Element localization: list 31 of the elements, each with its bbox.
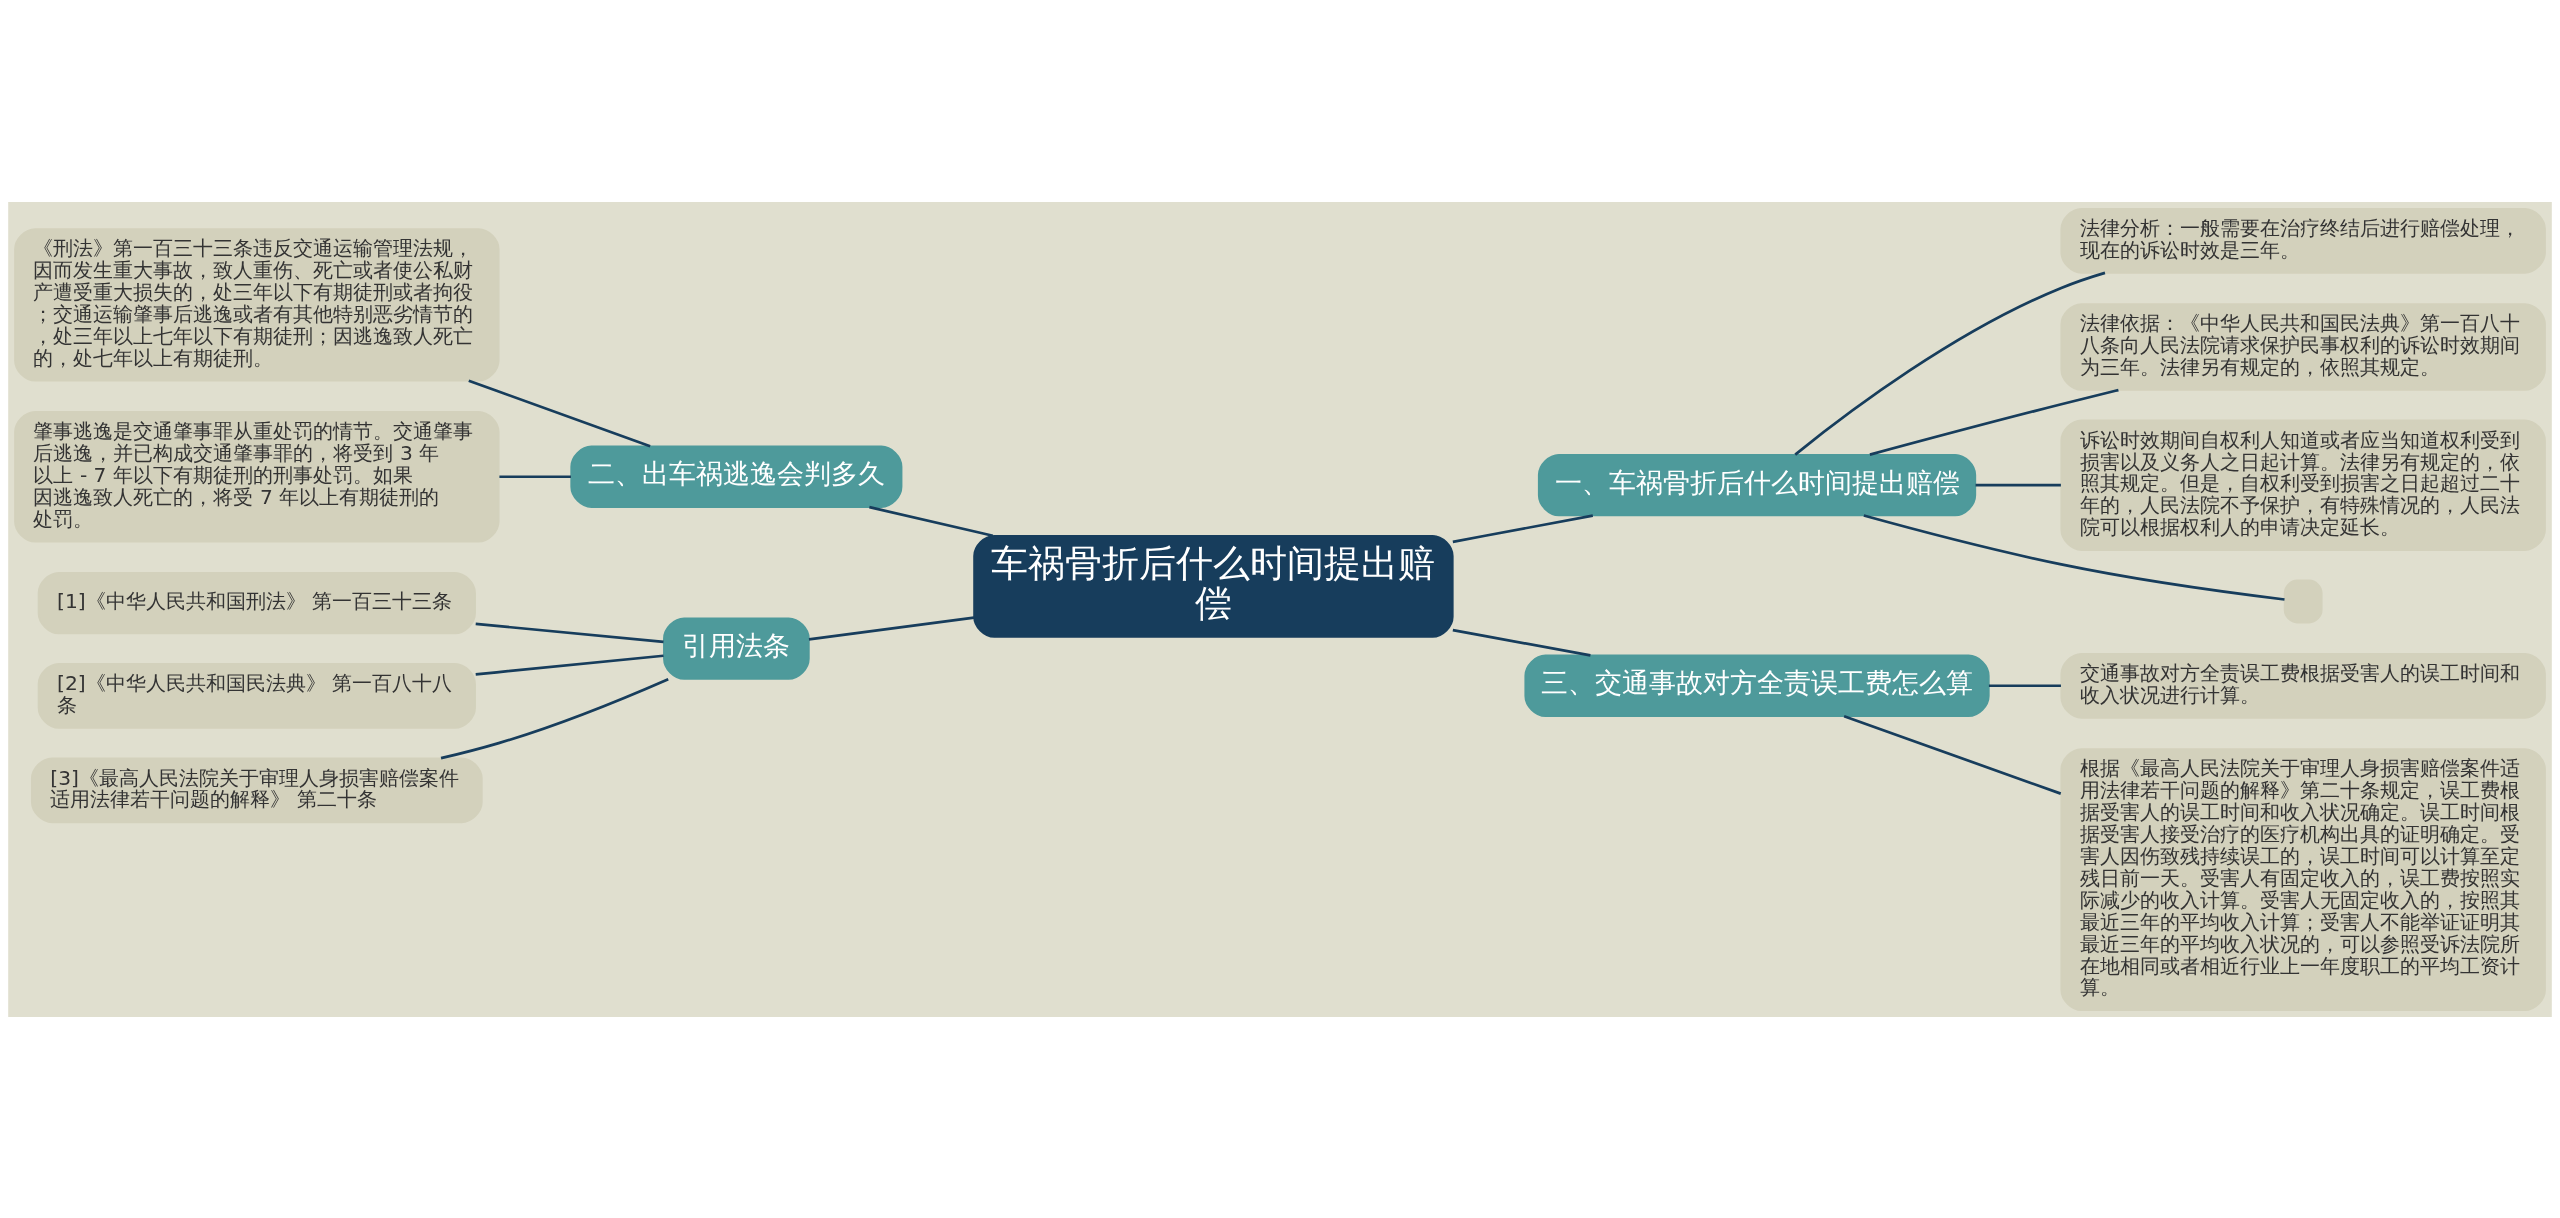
connector: [1975, 483, 2061, 487]
connector: [468, 378, 651, 447]
connector: [440, 677, 669, 759]
node-box: 引用法条: [663, 617, 810, 680]
node-box: 《刑法》第一百三十三条违反交通运输管理法规，因而发生重大事故，致人重伤、死亡或者使公私财产遭受重大损失的，处三年以下有期徒刑或者拘役；交通运输肇事后逃逸或者有其他特别恶劣情节的，处三年以上七年以下有期徒刑；因逃逸致人死亡的，处七年以上有期徒刑。: [14, 227, 500, 382]
connector: [1988, 683, 2061, 687]
connector: [869, 505, 994, 537]
node-box: 诉讼时效期间自权利人知道或者应当知道权利受到损害以及义务人之日起计算。法律另有规定的，依照其规定。但是，自权利受到损害之日起超过二十年的，人民法院不予保护，有特殊情况的，人民法院可以根据权利人的申请决定延长。: [2060, 418, 2546, 551]
connector: [1843, 714, 2062, 795]
node-box: [3]《最高人民法院关于审理人身损害赔偿案件适用法律若干问题的解释》 第二十条: [30, 756, 483, 823]
node-box: 三、交通事故对方全责误工费怎么算: [1524, 654, 1990, 717]
node-box: 一、车祸骨折后什么时间提出赔偿: [1537, 453, 1977, 516]
connector: [1452, 513, 1594, 543]
node-box: 法律依据：《中华人民共和国民法典》第一百八十八条向人民法院请求保护民事权利的诉讼时效期间为三年。法律另有规定的，依照其规定。: [2060, 302, 2546, 391]
connector: [1452, 628, 1591, 657]
node-box: 法律分析：一般需要在治疗终结后进行赔偿处理，现在的诉讼时效是三年。: [2060, 207, 2546, 274]
node-box: 二、出车祸逃逸会判多久: [570, 445, 903, 508]
connector: [808, 615, 975, 641]
connector: [475, 622, 664, 643]
node-box: [1]《中华人民共和国刑法》 第一百三十三条: [37, 571, 476, 634]
node-box: 交通事故对方全责误工费根据受害人的误工时间和收入状况进行计算。: [2060, 652, 2546, 719]
node-box: [2283, 579, 2323, 623]
node-box: 车祸骨折后什么时间提出赔偿: [973, 534, 1454, 638]
node-box: 肇事逃逸是交通肇事罪从重处罚的情节。交通肇事后逃逸，并已构成交通肇事罪的，将受到 3 年以上 - 7 年以下有期徒刑的刑事处罚。如果因逃逸致人死亡的，将受 7 年以上有期徒刑的处罚。: [14, 410, 500, 542]
node-box: [2]《中华人民共和国民法典》 第一百八十八条: [37, 662, 476, 729]
connector: [1794, 271, 2106, 456]
connector: [1863, 513, 2285, 601]
node-box: 根据《最高人民法院关于审理人身损害赔偿案件适用法律若干问题的解释》第二十条规定，误工费根据受害人的误工时间和收入状况确定。误工时间根据受害人接受治疗的医疗机构出具的证明确定。受害人因伤致残持续误工的，误工时间可以计算至定残日前一天。受害人有固定收入的，误工费按照实际减少的收入计算。受害人无固定收入的，按照其最近三年的平均收入计算；受害人不能举证证明其最近三年的平均收入状况的，可以参照受诉法院所在地相同或者相近行业上一年度职工的平均工资计算。: [2060, 747, 2546, 1011]
connector: [1869, 388, 2119, 456]
connector: [475, 653, 664, 676]
connector: [499, 474, 571, 478]
